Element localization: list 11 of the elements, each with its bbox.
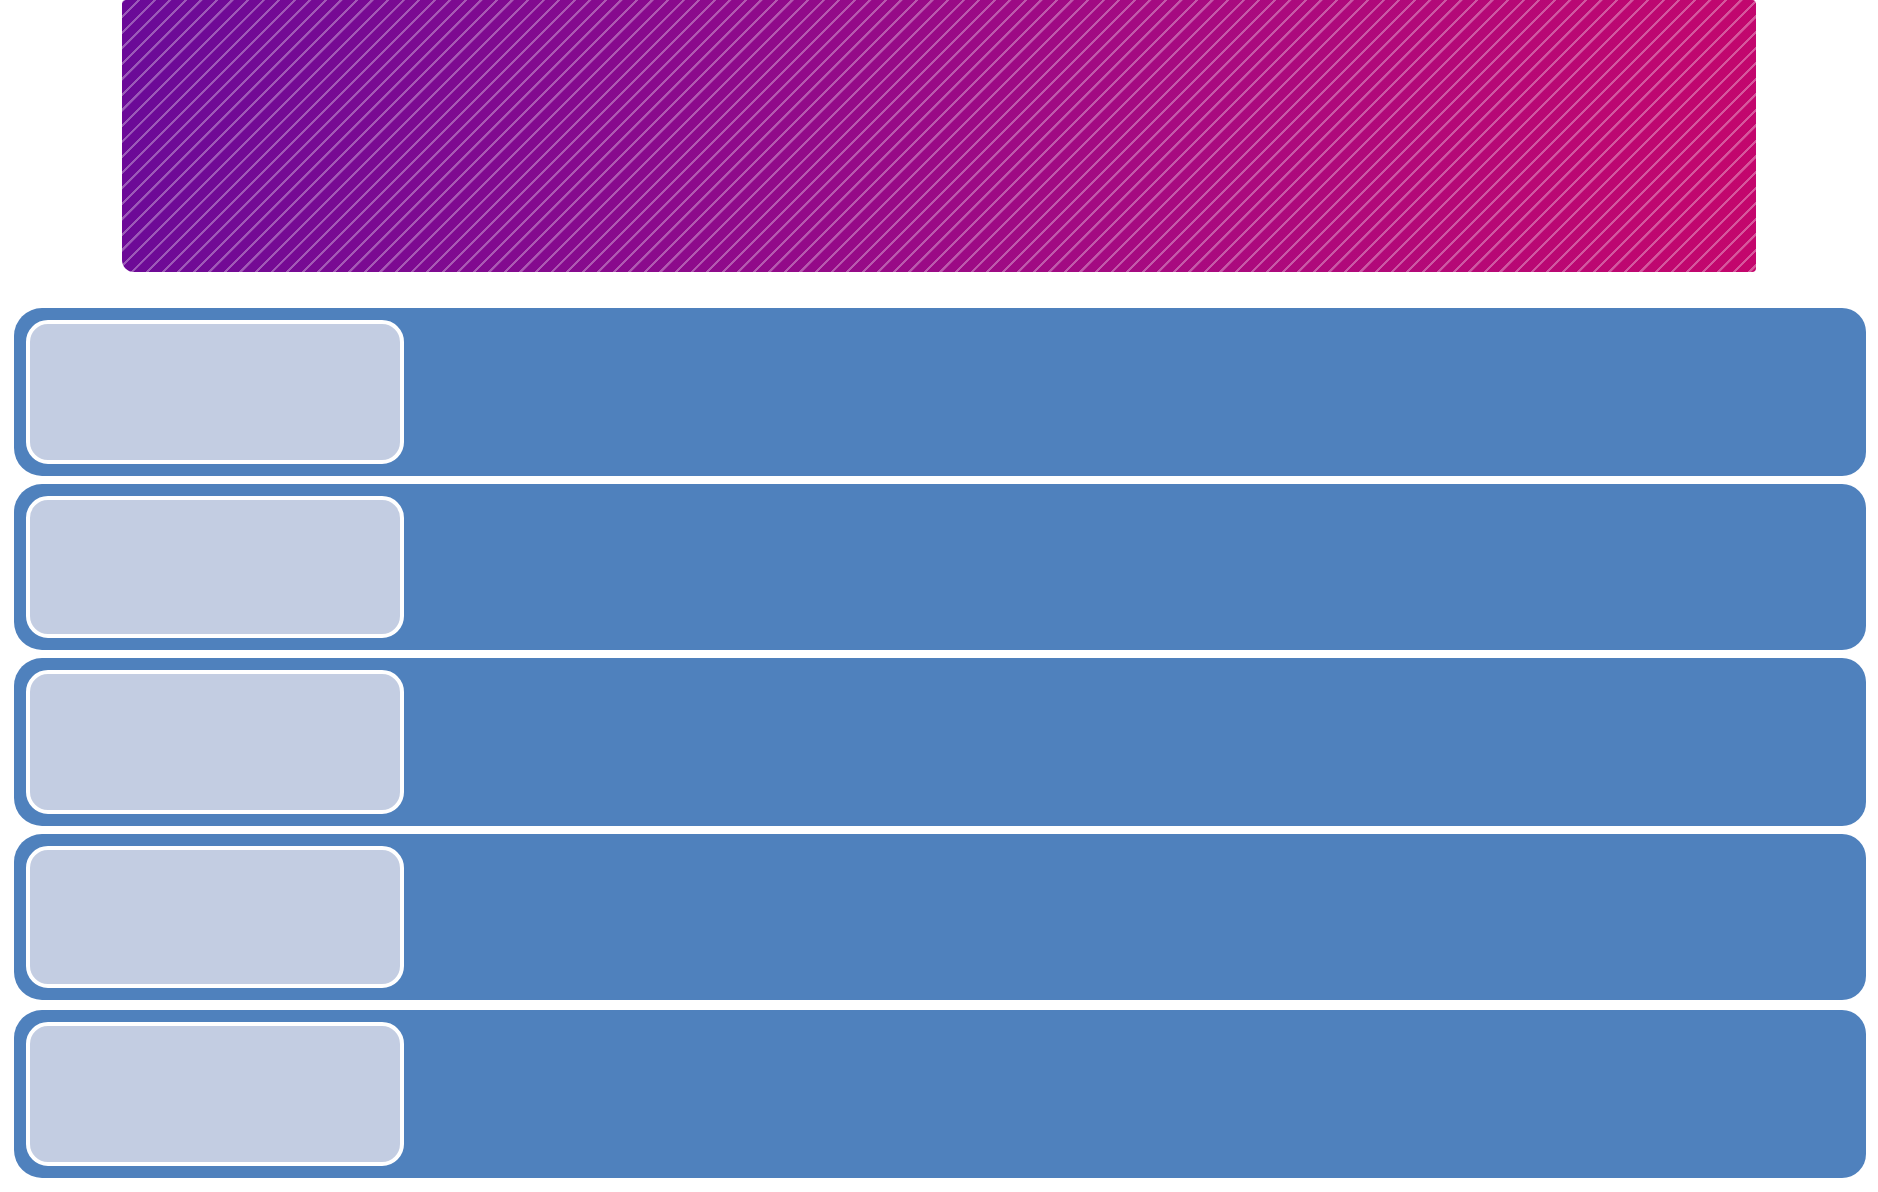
row-panel (14, 658, 1866, 826)
inner-panel (26, 320, 404, 464)
row-panel (14, 308, 1866, 476)
header-banner (122, 0, 1756, 272)
inner-panel (26, 1022, 404, 1166)
row-panel (14, 484, 1866, 650)
inner-panel (26, 496, 404, 638)
row-panel (14, 834, 1866, 1000)
row-panel (14, 1010, 1866, 1178)
inner-panel (26, 846, 404, 988)
inner-panel (26, 670, 404, 814)
